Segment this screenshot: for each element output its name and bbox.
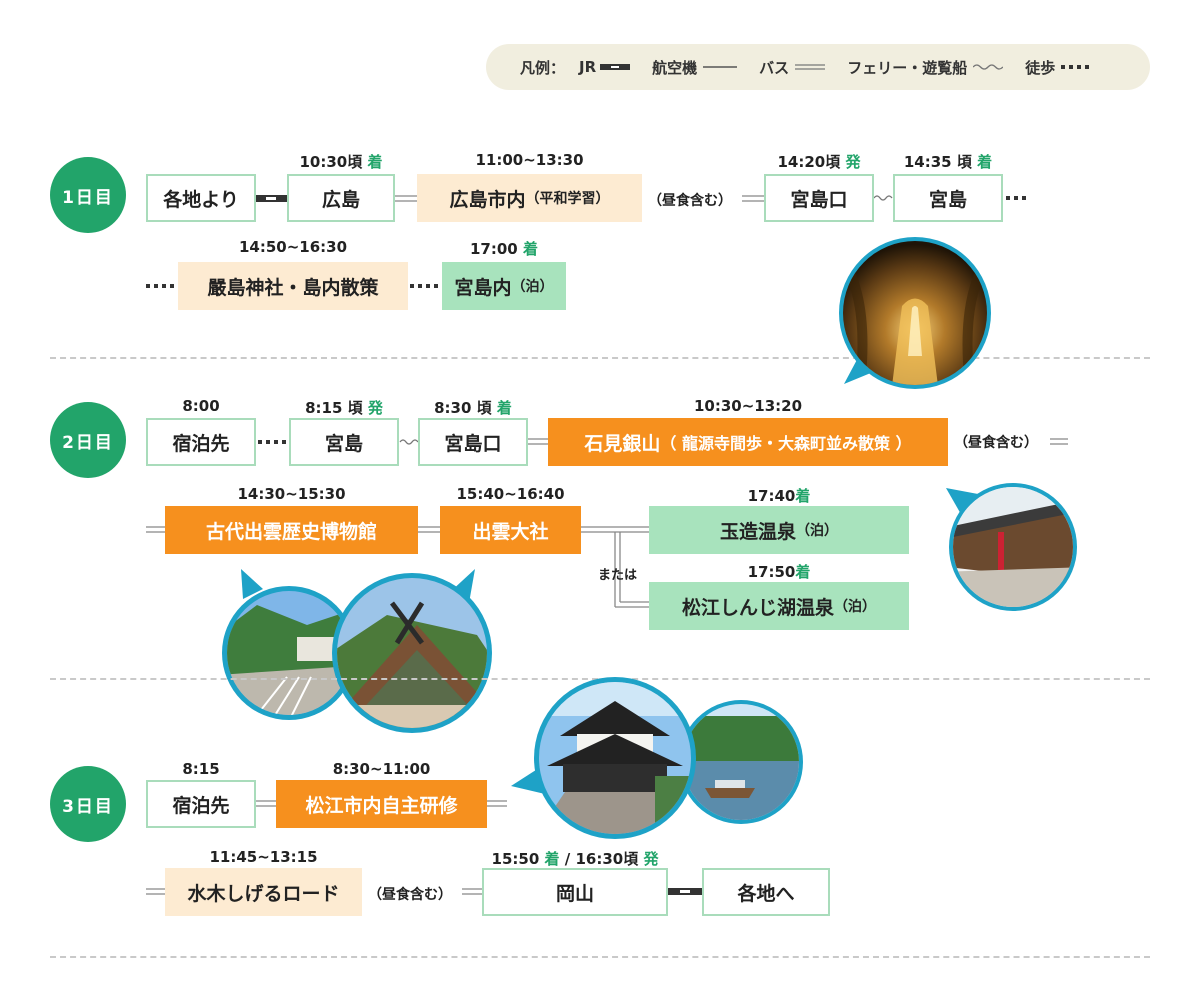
stop-kakuchi-he: 各地へ <box>702 868 830 916</box>
time-label: 14:30~15:30 <box>237 485 346 503</box>
time-label: 8:30~11:00 <box>332 760 431 778</box>
stop-izumo-taisha: 出雲大社 <box>440 506 581 554</box>
stop-hiroshima: 広島 <box>287 174 395 222</box>
stop-miyajimaguchi: 宮島口 <box>418 418 528 466</box>
time-label: 17:50着 <box>747 563 811 581</box>
matsue-castle-photo <box>511 677 803 839</box>
time-label: 8:00 <box>182 397 220 415</box>
jr-connector <box>668 888 702 895</box>
time-label: 8:30 頃 着 <box>434 399 512 417</box>
time-label: 10:30~13:20 <box>693 397 803 415</box>
time-label: 11:00~13:30 <box>475 151 584 169</box>
day-divider <box>50 357 1150 359</box>
bus-connector <box>256 800 507 807</box>
stop-kodai-izumo-museum: 古代出雲歴史博物館 <box>165 506 418 554</box>
legend: 凡例： JR 航空機 バス フェリー・遊覧船 徒歩 <box>486 44 1150 90</box>
stop-matsue-jishu-kenshu: 松江市内自主研修 <box>276 780 487 828</box>
stop-hiroshima-shinai: 広島市内（平和学習） <box>417 174 642 222</box>
time-label: 11:45~13:15 <box>209 848 318 866</box>
legend-label: 凡例： <box>520 58 566 77</box>
bus-connector <box>146 526 649 608</box>
old-townscape-photo <box>946 483 1077 611</box>
stop-shukuhaku: 宿泊先 <box>146 418 256 466</box>
walk-line-icon <box>1061 65 1090 69</box>
stop-tamatsukuri-onsen: 玉造温泉（泊） <box>649 506 909 554</box>
lunch-note: （昼食含む） <box>954 435 1038 451</box>
ferry-connector <box>399 439 419 445</box>
time-label: 8:15 <box>182 760 220 778</box>
legend-ferry: フェリー・遊覧船 <box>847 58 968 77</box>
time-label: 14:20頃 発 <box>777 153 861 171</box>
stop-shukuhaku: 宿泊先 <box>146 780 256 828</box>
plane-line-icon <box>703 66 738 68</box>
ferry-line-icon <box>973 64 1004 70</box>
legend-walk: 徒歩 <box>1025 58 1056 77</box>
bus-line-icon <box>795 64 826 70</box>
bus-connector <box>395 195 764 202</box>
time-label: 8:15 頃 発 <box>305 399 383 417</box>
lunch-note: （昼食含む） <box>648 193 732 209</box>
day-divider <box>50 956 1150 958</box>
time-label: 14:50~16:30 <box>238 238 348 256</box>
museum-photo <box>222 569 492 733</box>
day2-badge: 2日目 <box>50 402 126 478</box>
time-label: 15:40~16:40 <box>456 485 565 503</box>
stop-miyajimaguchi: 宮島口 <box>764 174 874 222</box>
stop-miyajima: 宮島 <box>289 418 399 466</box>
time-label: 14:35 頃 着 <box>903 153 993 171</box>
stop-kakuchi-yori: 各地より <box>146 174 256 222</box>
time-label: 17:40着 <box>747 487 811 505</box>
stop-iwami-ginzan: 石見銀山（ 龍源寺間歩・大森町並み散策 ） <box>548 418 948 466</box>
time-label: 17:00 着 <box>470 240 538 258</box>
walk-connector <box>1006 196 1026 200</box>
jr-line-icon <box>600 64 631 70</box>
mine-tunnel-photo <box>839 237 991 389</box>
time-label: 10:30頃 着 <box>299 153 383 171</box>
boat-photo <box>683 704 799 820</box>
stop-miyajima: 宮島 <box>893 174 1003 222</box>
stop-okayama: 岡山 <box>482 868 668 916</box>
time-label: 15:50 着 / 16:30頃 発 <box>491 850 659 868</box>
legend-jr: JR <box>579 58 597 76</box>
jr-connector <box>255 195 287 202</box>
stop-itsukushima: 嚴島神社・島内散策 <box>178 262 408 310</box>
day3-badge: 3日目 <box>50 766 126 842</box>
bus-connector <box>528 438 1068 445</box>
bus-connector <box>146 888 482 895</box>
day1-badge: 1日目 <box>50 157 126 233</box>
lunch-note: （昼食含む） <box>368 887 452 903</box>
legend-bus: バス <box>759 58 790 77</box>
ferry-connector <box>873 195 893 201</box>
stop-shinjiko-onsen: 松江しんじ湖温泉（泊） <box>649 582 909 630</box>
legend-plane: 航空機 <box>652 58 698 77</box>
stop-mizuki-shigeru-road: 水木しげるロード <box>165 868 362 916</box>
walk-connector <box>258 440 286 444</box>
izumo-taisha-photo <box>337 578 487 728</box>
or-note: または <box>598 568 638 583</box>
stop-miyajima-nai: 宮島内（泊） <box>442 262 566 310</box>
walk-connector <box>146 284 438 288</box>
